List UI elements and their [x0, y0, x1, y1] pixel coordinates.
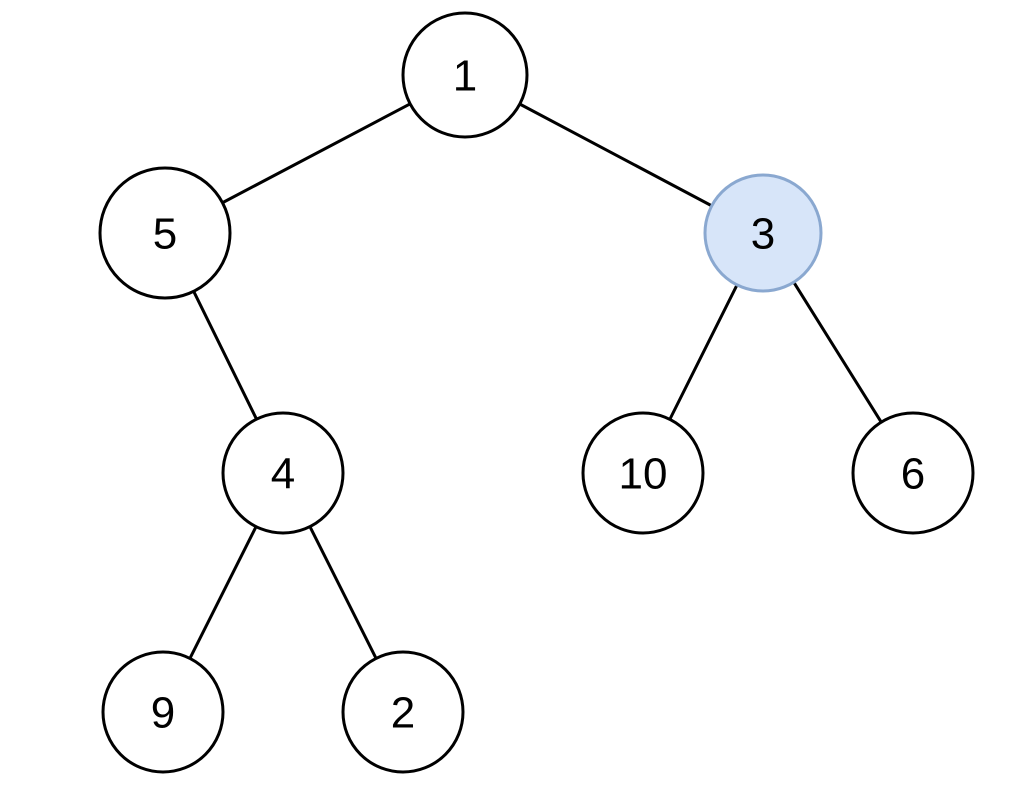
tree-edge-5-4	[192, 291, 258, 420]
tree-node-1[interactable]: 1	[401, 11, 529, 139]
node-label-6: 6	[901, 450, 925, 499]
tree-edge-4-2	[309, 526, 377, 659]
node-circle-4[interactable]	[221, 411, 345, 535]
node-circle-5[interactable]	[98, 166, 232, 300]
tree-node-2[interactable]: 2	[341, 650, 465, 774]
node-circle-3[interactable]	[703, 173, 823, 293]
tree-node-4[interactable]: 4	[221, 411, 345, 535]
tree-edges-group	[189, 103, 882, 659]
tree-node-6[interactable]: 6	[851, 411, 975, 535]
node-label-9: 9	[151, 689, 175, 738]
node-label-4: 4	[271, 450, 295, 499]
node-circle-9[interactable]	[101, 650, 225, 774]
tree-edge-3-10	[669, 284, 738, 420]
tree-node-10[interactable]: 10	[581, 411, 705, 535]
tree-node-5[interactable]: 5	[98, 166, 232, 300]
node-circle-6[interactable]	[851, 411, 975, 535]
node-label-2: 2	[391, 689, 415, 738]
node-label-10: 10	[619, 450, 668, 499]
tree-edge-3-6	[793, 281, 882, 423]
tree-edge-1-3	[519, 103, 712, 207]
node-circle-2[interactable]	[341, 650, 465, 774]
tree-nodes-group: 1 5 3 4 10 6 9 2	[98, 11, 975, 774]
tree-node-9[interactable]: 9	[101, 650, 225, 774]
node-label-3: 3	[751, 210, 775, 259]
node-label-5: 5	[153, 210, 177, 259]
tree-edge-1-5	[222, 103, 411, 204]
node-label-1: 1	[453, 52, 477, 101]
tree-node-3[interactable]: 3	[703, 173, 823, 293]
node-circle-1[interactable]	[401, 11, 529, 139]
node-circle-10[interactable]	[581, 411, 705, 535]
tree-edge-4-9	[189, 526, 257, 659]
